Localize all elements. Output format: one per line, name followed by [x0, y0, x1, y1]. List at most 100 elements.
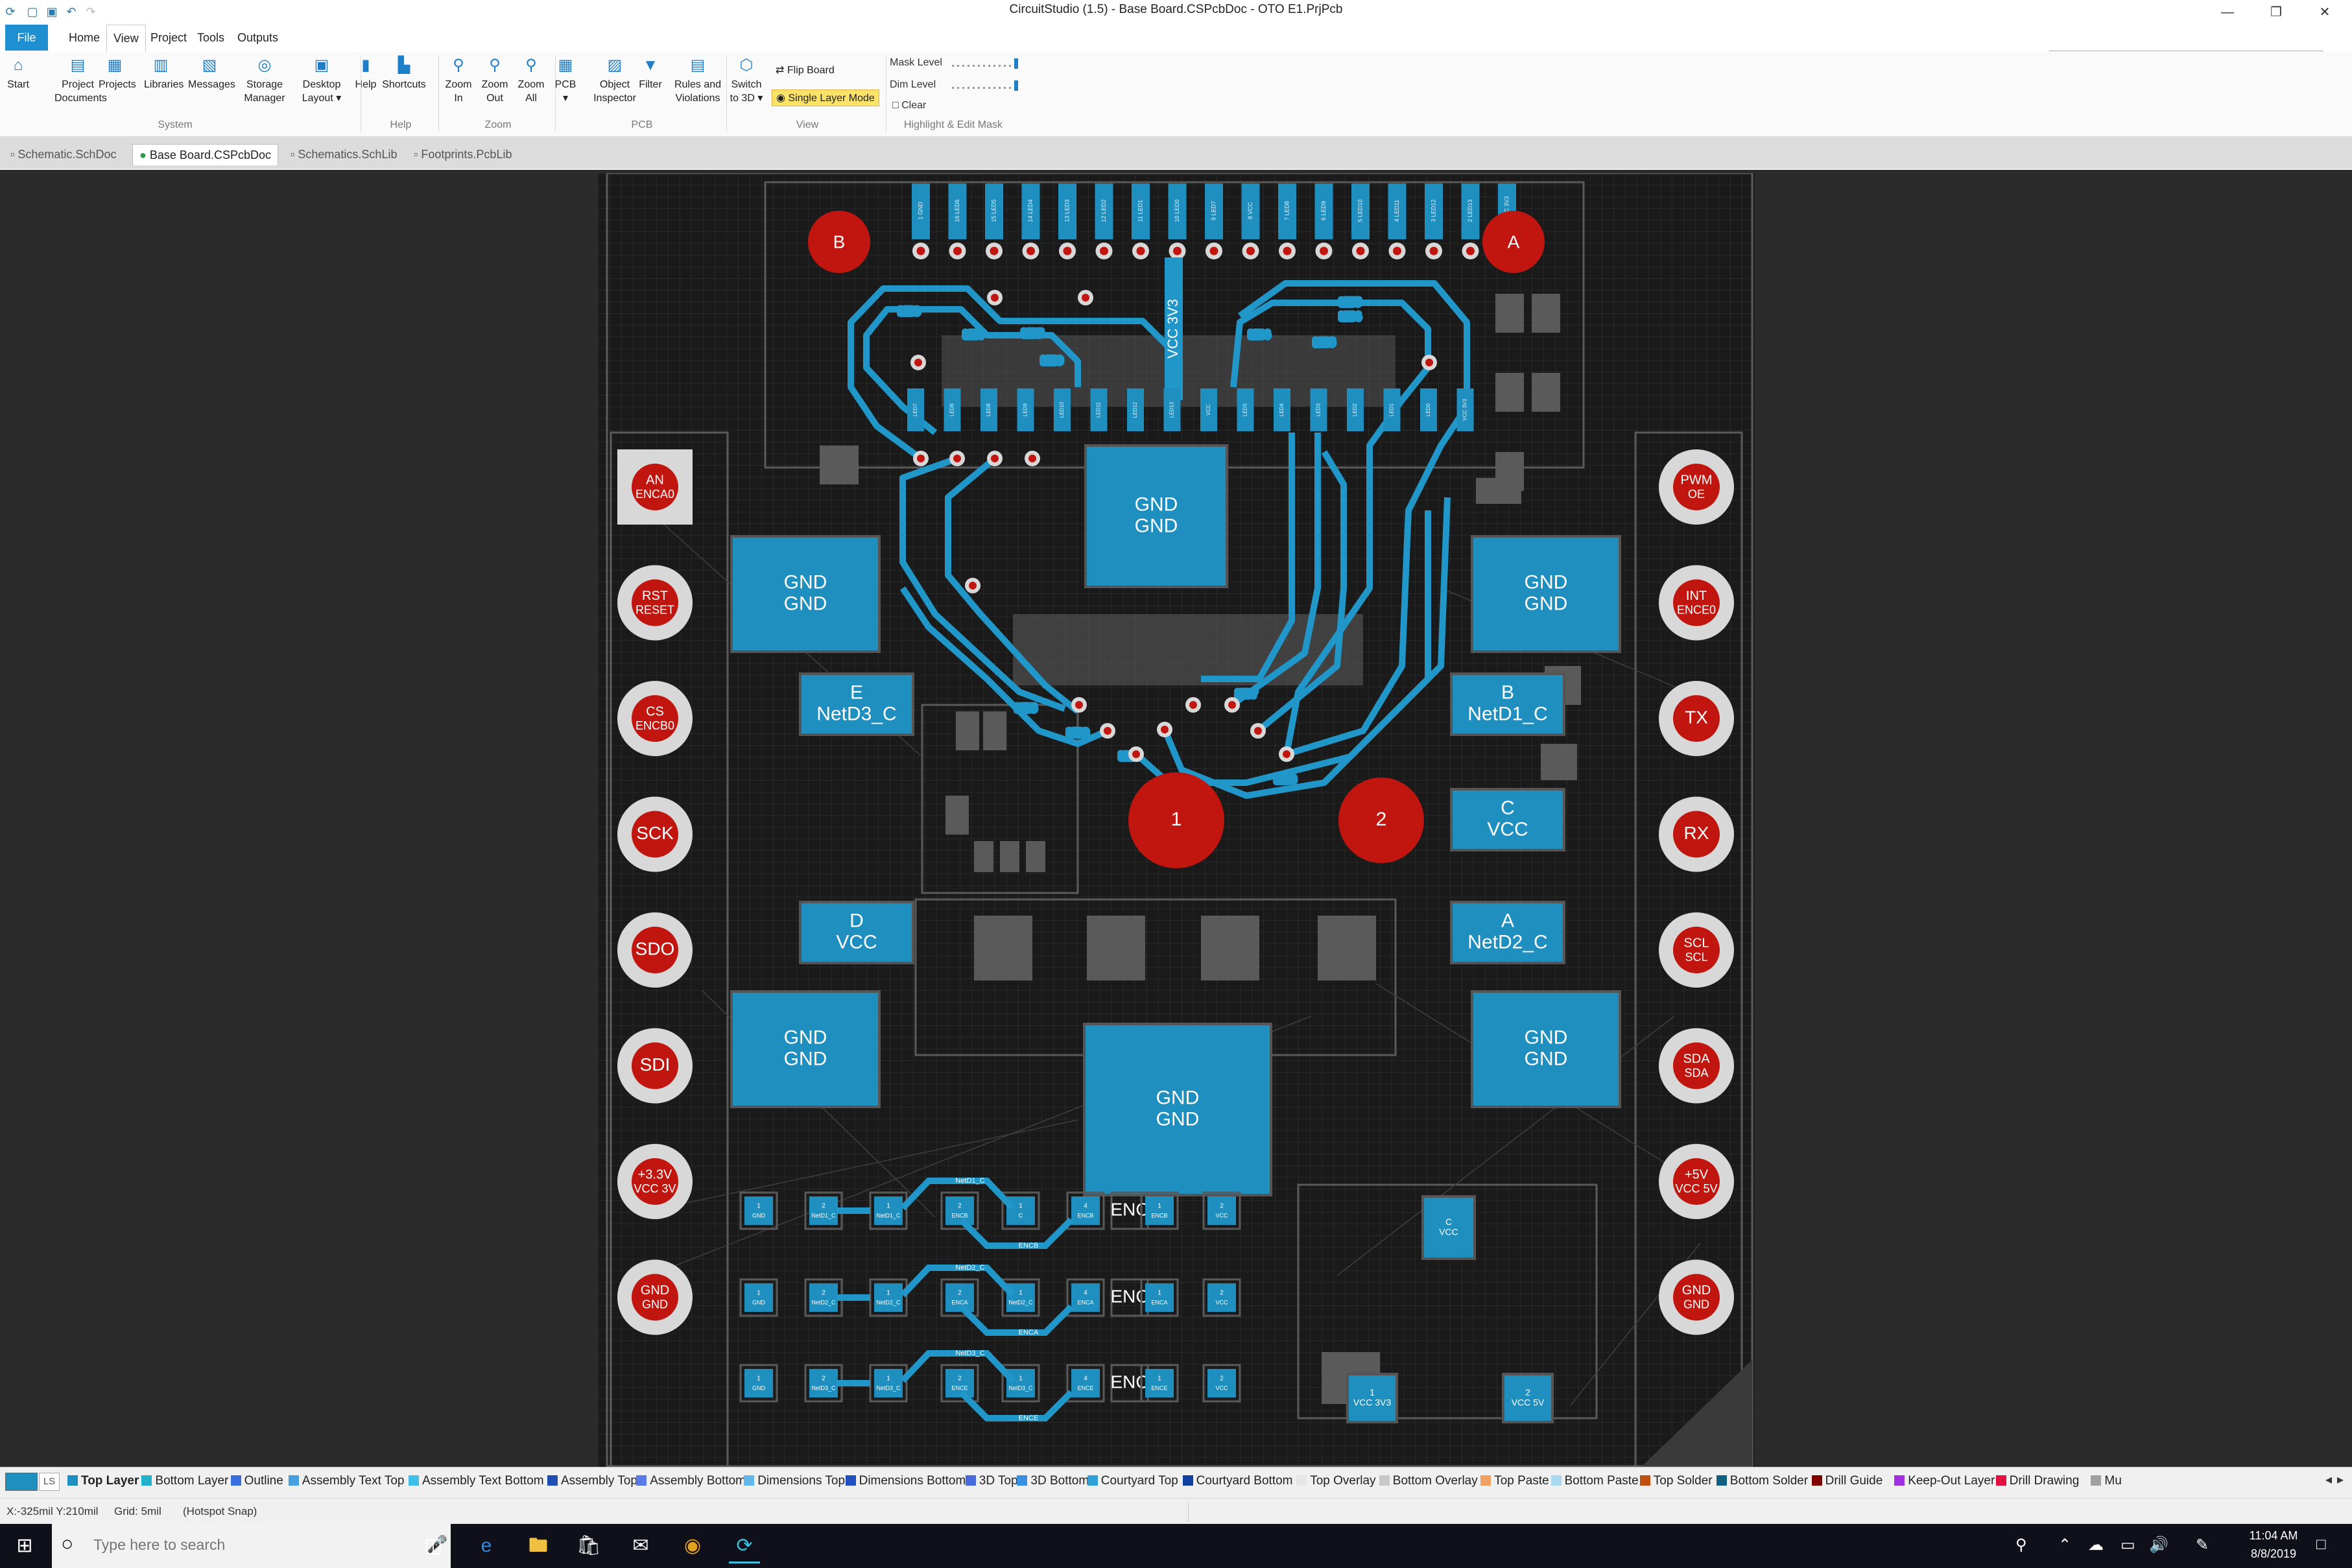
header-pin-pad[interactable]	[1205, 184, 1223, 239]
row-pad[interactable]	[1006, 1196, 1035, 1225]
row-pad[interactable]	[1071, 1196, 1100, 1225]
header-pin-pad[interactable]	[1461, 184, 1480, 239]
layer-set-button[interactable]: LS	[39, 1473, 60, 1491]
tray-chevron-icon[interactable]: ⌃	[2058, 1536, 2072, 1554]
gnd-pad-2[interactable]	[730, 990, 881, 1108]
row-pad[interactable]	[744, 1369, 773, 1397]
windows-start-icon[interactable]: ⊞	[16, 1535, 33, 1556]
layer-tab-7[interactable]: Dimensions Top	[744, 1473, 845, 1490]
ic-pin-pad[interactable]	[1420, 388, 1437, 431]
ic-pin-pad[interactable]	[944, 388, 961, 431]
layer-scroll-right-icon[interactable]: ▸	[2337, 1473, 2344, 1487]
layer-scroll-left-icon[interactable]: ◂	[2325, 1473, 2333, 1487]
tab-schematics-schlib[interactable]: ▫ Schematics.SchLib	[291, 148, 398, 161]
layer-tab-3[interactable]: Assembly Text Top	[288, 1473, 405, 1490]
tab-home[interactable]: Home	[69, 31, 101, 44]
ic-pin-pad[interactable]	[1383, 388, 1401, 431]
new-icon[interactable]: ▢	[27, 5, 38, 18]
ribbon-button-0[interactable]: ⌂Start	[6, 57, 30, 91]
layer-tab-14[interactable]: Bottom Overlay	[1379, 1473, 1478, 1490]
clear-button[interactable]: □ Clear	[892, 100, 927, 111]
minimize-icon[interactable]: —	[2221, 5, 2234, 19]
cortana-icon[interactable]: ○	[61, 1532, 74, 1555]
ic-pin-pad[interactable]	[907, 388, 924, 431]
tab-footprints-pcblib[interactable]: ▫ Footprints.PcbLib	[414, 148, 512, 161]
layer-tab-22[interactable]: Mu	[2091, 1473, 2122, 1490]
ribbon-button-3[interactable]: ▥Libraries	[144, 57, 184, 91]
misc-pad-vcc[interactable]	[1421, 1195, 1476, 1260]
close-icon[interactable]: ✕	[2319, 5, 2331, 19]
store-icon[interactable]: 🛍	[576, 1535, 602, 1556]
ic-pin-pad[interactable]	[1347, 388, 1364, 431]
row-pad[interactable]	[1145, 1369, 1174, 1397]
people-icon[interactable]: ⚲	[2015, 1536, 2027, 1554]
ribbon-button-8[interactable]: ▙Shortcuts	[380, 57, 428, 91]
layer-tab-12[interactable]: Courtyard Bottom	[1182, 1473, 1293, 1490]
row-pad[interactable]	[945, 1283, 974, 1312]
header-pin-pad[interactable]	[1132, 184, 1150, 239]
ribbon-button-14[interactable]: ▼Filter	[636, 57, 665, 91]
layer-tab-4[interactable]: Assembly Text Bottom	[409, 1473, 544, 1490]
layer-tab-11[interactable]: Courtyard Top	[1087, 1473, 1178, 1490]
ic-pin-pad[interactable]	[1274, 388, 1290, 431]
header-pin-pad[interactable]	[985, 184, 1003, 239]
row-pad[interactable]	[874, 1369, 903, 1397]
ribbon-button-2[interactable]: ▦Projects	[99, 57, 136, 91]
layer-tab-1[interactable]: Bottom Layer	[141, 1473, 228, 1490]
row-pad[interactable]	[809, 1283, 838, 1312]
header-pin-pad[interactable]	[1021, 184, 1040, 239]
header-pin-pad[interactable]	[1058, 184, 1076, 239]
undo-icon[interactable]: ↶	[66, 5, 77, 18]
gnd-pad-3[interactable]	[1471, 990, 1621, 1108]
layer-tab-21[interactable]: Drill Drawing	[1995, 1473, 2079, 1490]
row-pad[interactable]	[1006, 1283, 1035, 1312]
layer-tab-15[interactable]: Top Paste	[1480, 1473, 1549, 1490]
ribbon-button-4[interactable]: ▧Messages	[188, 57, 235, 91]
misc-pad-vcc-5v[interactable]	[1502, 1373, 1554, 1423]
marker-1[interactable]	[1128, 772, 1224, 868]
row-pad[interactable]	[1207, 1196, 1236, 1225]
row-pad[interactable]	[1145, 1283, 1174, 1312]
marker-b[interactable]	[808, 211, 870, 273]
taskbar-search[interactable]: ○ 🎤	[52, 1524, 451, 1568]
layer-tab-2[interactable]: Outline	[230, 1473, 283, 1490]
row-pad[interactable]	[809, 1196, 838, 1225]
tab-tools[interactable]: Tools	[197, 31, 225, 44]
row-pad[interactable]	[874, 1196, 903, 1225]
clock-date[interactable]: 8/8/2019	[2250, 1547, 2297, 1560]
header-pin-pad[interactable]	[1241, 184, 1260, 239]
header-pin-pad[interactable]	[1388, 184, 1407, 239]
microphone-icon[interactable]: 🎤	[427, 1534, 448, 1554]
mask-level-thumb[interactable]	[1014, 58, 1018, 69]
ic-pin-pad[interactable]	[1090, 388, 1108, 431]
row-pad[interactable]	[1006, 1369, 1035, 1397]
ic-pin-pad[interactable]	[1163, 388, 1181, 431]
row-pad[interactable]	[945, 1369, 974, 1397]
circuitstudio-taskbar-icon[interactable]: ⟳	[729, 1530, 760, 1563]
ic-pin-pad[interactable]	[1310, 388, 1327, 431]
layer-tab-16[interactable]: Bottom Paste	[1550, 1473, 1639, 1490]
ic-pin-pad[interactable]	[1237, 388, 1254, 431]
file-explorer-icon[interactable]: 🖿	[529, 1535, 548, 1556]
layer-tab-8[interactable]: Dimensions Bottom	[845, 1473, 966, 1490]
header-pin-pad[interactable]	[1314, 184, 1333, 239]
row-pad[interactable]	[1207, 1283, 1236, 1312]
save-icon[interactable]: ▣	[46, 5, 58, 18]
header-pin-pad[interactable]	[948, 184, 967, 239]
redo-icon[interactable]: ↷	[86, 5, 96, 18]
tab-view[interactable]: View	[106, 25, 146, 52]
ribbon-button-12[interactable]: ▦PCB▾	[554, 57, 577, 105]
row-pad[interactable]	[1207, 1369, 1236, 1397]
header-pin-pad[interactable]	[912, 184, 930, 239]
notifications-icon[interactable]: □	[2316, 1536, 2326, 1553]
misc-pad-vcc-3v3[interactable]	[1346, 1373, 1398, 1423]
restore-icon[interactable]: ❐	[2270, 5, 2282, 19]
tab-outputs[interactable]: Outputs	[237, 31, 279, 44]
layer-tab-20[interactable]: Keep-Out Layer	[1894, 1473, 1995, 1490]
ic-pin-pad[interactable]	[1017, 388, 1034, 431]
row-pad[interactable]	[1145, 1196, 1174, 1225]
